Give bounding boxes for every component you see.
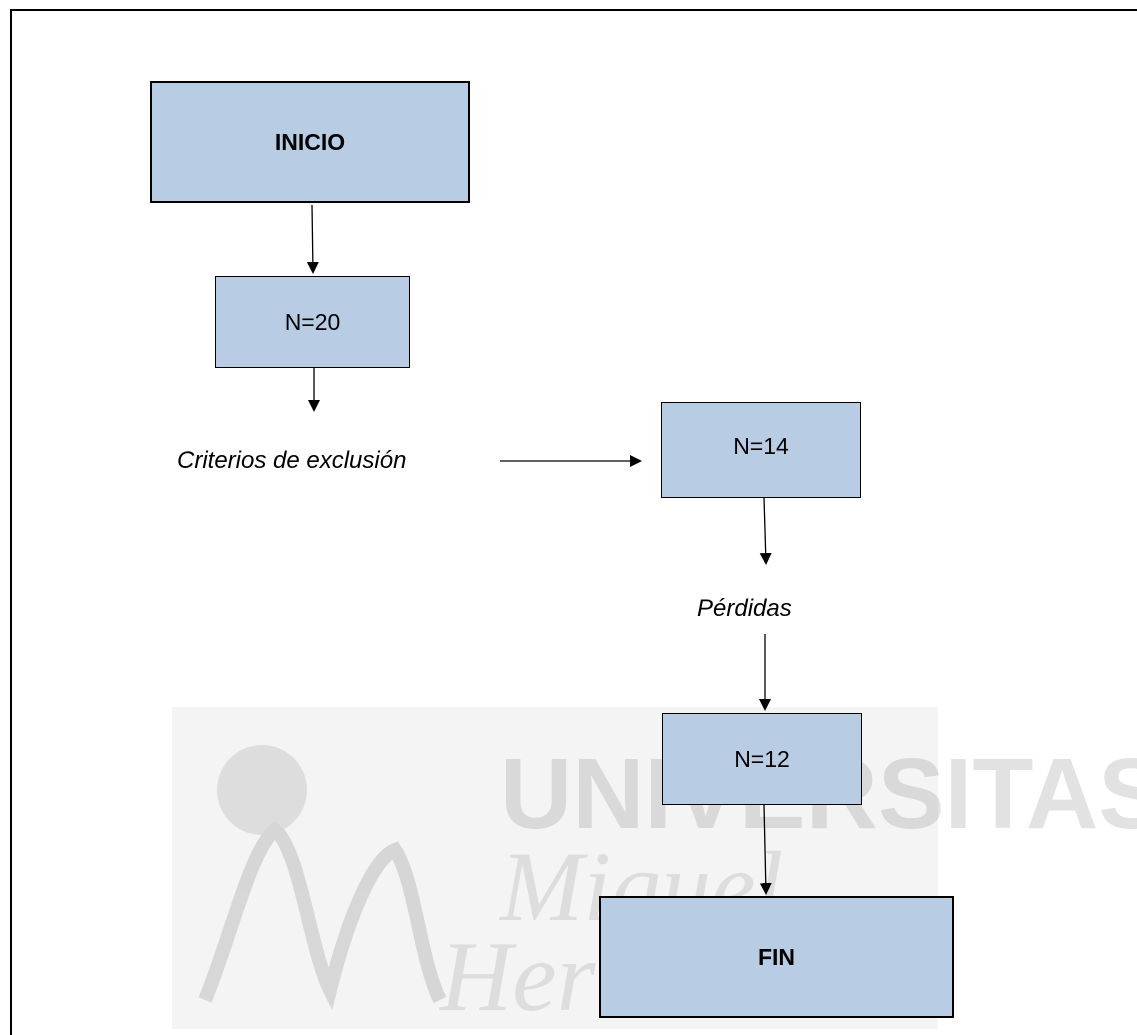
label-losses: Pérdidas [697,595,792,622]
node-n20: N=20 [215,276,410,368]
arrow-n12-to-fin [759,804,772,895]
node-inicio: INICIO [150,81,470,203]
node-n14: N=14 [661,402,861,498]
arrow-inicio-to-n20 [306,204,319,274]
node-fin: FIN [599,896,954,1018]
watermark-logo-circle [217,745,307,835]
node-n12: N=12 [662,713,862,805]
watermark-logo-mark [198,821,447,1011]
label-exclusion-criteria: Criterios de exclusión [177,447,407,474]
arrow-n14-to-losses [759,497,772,565]
